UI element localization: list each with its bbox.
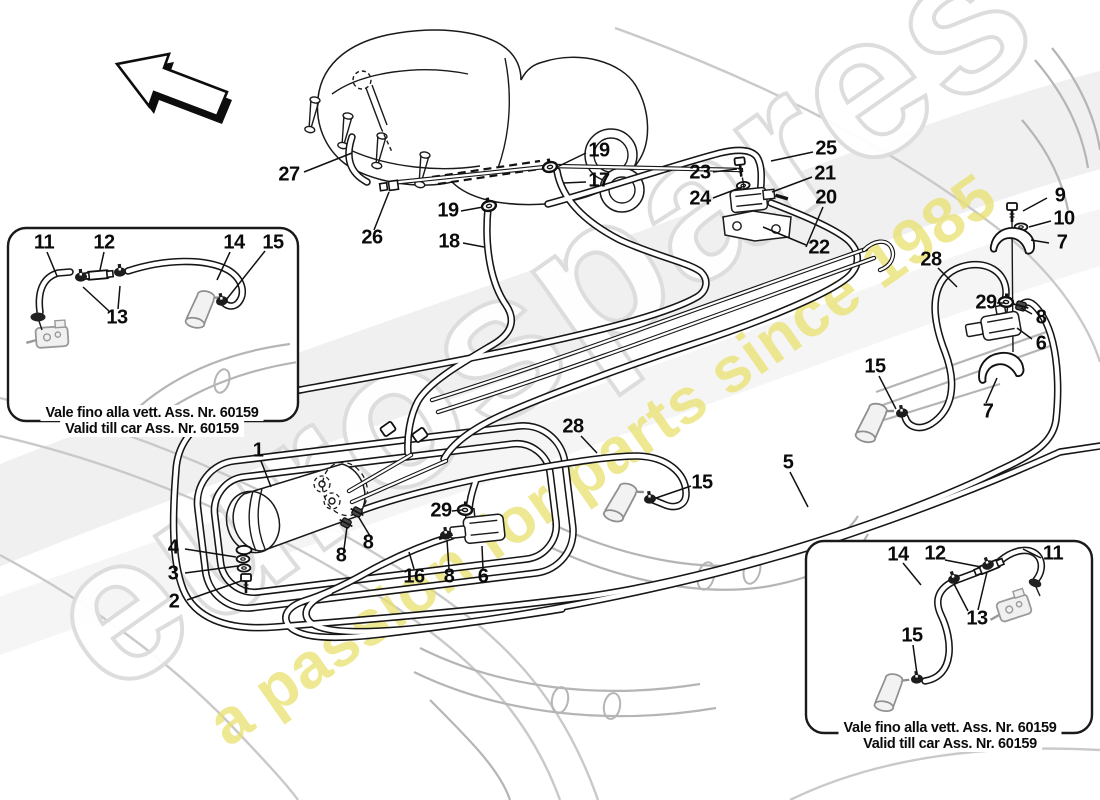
callout-number: 12 [924,542,946,565]
callout-number: 15 [864,355,886,378]
callout-number: 4 [167,536,179,559]
callout-leader-lines [46,151,1052,675]
callout-number: 23 [689,161,711,184]
fittings-and-valves [378,155,1035,545]
inset-right-note-line2: Valid till car Ass. Nr. 60159 [858,736,1042,752]
callout-number: 11 [33,231,55,254]
callout-number: 5 [782,451,794,474]
callout-number: 13 [106,306,128,329]
vacuum-tank [225,452,449,595]
callout-number: 9 [1054,184,1066,207]
callout-number: 3 [167,562,179,585]
callout-number: 16 [403,565,425,588]
callout-number: 24 [689,187,711,210]
callout-number: 11 [1042,542,1064,565]
inset-box-right [804,539,1094,735]
callout-number: 15 [262,231,284,254]
callout-number: 10 [1053,207,1075,230]
inset-left-note-line1: Vale fino alla vett. Ass. Nr. 60159 [40,405,264,421]
callout-number: 27 [278,163,300,186]
callout-number: 25 [815,137,837,160]
callout-number: 18 [438,230,460,253]
callout-number: 14 [887,543,909,566]
callout-number: 29 [975,291,997,314]
callout-number: 8 [443,565,455,588]
pipe-bundle [193,422,577,612]
callout-number: 12 [93,231,115,254]
callout-number: 6 [477,565,489,588]
callout-number: 22 [808,236,830,259]
direction-arrow-icon [114,52,232,124]
callout-number: 8 [335,544,347,567]
callout-number: 8 [1035,306,1047,329]
callout-number: 15 [691,471,713,494]
callout-number: 26 [361,226,383,249]
callout-number: 2 [168,590,180,613]
callout-number: 28 [920,248,942,271]
callout-number: 20 [815,186,837,209]
callout-number: 7 [1056,231,1068,254]
vacuum-tubes [169,133,1100,642]
callout-number: 14 [223,231,245,254]
callout-number: 21 [814,162,836,185]
callout-number: 19 [437,199,459,222]
inset-right-note-line1: Vale fino alla vett. Ass. Nr. 60159 [838,720,1062,736]
callout-number: 29 [430,499,452,522]
callout-number: 28 [562,415,584,438]
callout-number: 17 [588,169,610,192]
callout-number: 13 [966,607,988,630]
callout-number: 8 [362,531,374,554]
inset-box-left [6,226,300,423]
callout-number: 6 [1035,332,1047,355]
callout-number: 1 [252,439,264,462]
callout-number: 15 [901,624,923,647]
callout-number: 7 [982,400,994,423]
inset-left-note-line2: Valid till car Ass. Nr. 60159 [60,421,244,437]
callout-number: 19 [588,139,610,162]
